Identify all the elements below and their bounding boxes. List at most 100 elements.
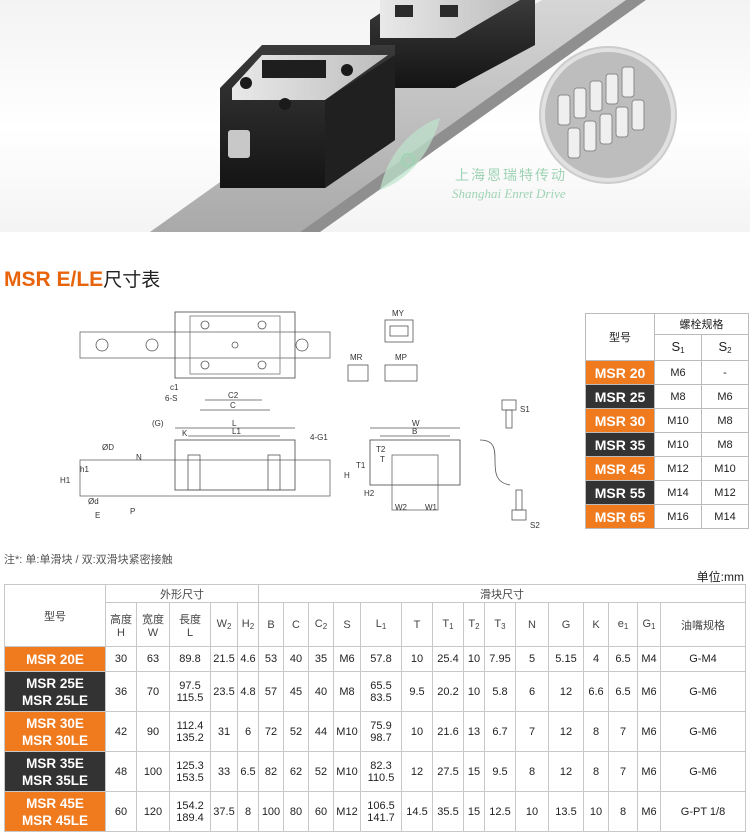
bolt-s2: M6 — [701, 384, 749, 409]
label-b: B — [412, 427, 417, 436]
bolt-spec-table: 型号 螺栓规格 S1 S2 MSR 20 M6 - MSR 25 M8 M6 M… — [585, 313, 749, 529]
cell-t: 14.5 — [401, 791, 433, 832]
model-cell: MSR 20E — [4, 646, 106, 672]
bolt-row: MSR 20 M6 - — [585, 360, 749, 385]
bolt-header-group: 螺栓规格 — [654, 313, 749, 335]
bolt-model: MSR 30 — [585, 408, 655, 433]
label-c: C — [230, 401, 236, 410]
cell-c: 45 — [283, 671, 309, 712]
linear-guide-illustration — [150, 0, 677, 232]
cell-w2: 33 — [210, 751, 238, 792]
cell-nozzle: G-M6 — [660, 711, 746, 752]
product-photo: 上海恩瑞特传动 Shanghai Enret Drive — [0, 0, 750, 232]
cell-t2: 10 — [463, 671, 485, 712]
cell-s: M10 — [333, 711, 361, 752]
cell-t3: 9.5 — [484, 751, 516, 792]
cell-k: 6.6 — [583, 671, 609, 712]
cell-h: 30 — [105, 646, 137, 672]
header-c: C — [283, 602, 309, 647]
header-g1: G1 — [637, 602, 661, 647]
label-l1: L1 — [232, 427, 241, 436]
label-t2: T2 — [376, 445, 386, 454]
cell-n: 8 — [515, 751, 549, 792]
footnote: 注*: 单:单滑块 / 双:双滑块紧密接触 — [4, 554, 173, 566]
cell-h: 42 — [105, 711, 137, 752]
cell-w2: 31 — [210, 711, 238, 752]
header-s: S — [333, 602, 361, 647]
header-n: N — [515, 602, 549, 647]
cell-h2: 4.8 — [237, 671, 259, 712]
label-4g1: 4-G1 — [310, 433, 328, 442]
cell-n: 10 — [515, 791, 549, 832]
cell-t1: 20.2 — [432, 671, 464, 712]
bolt-s2: M10 — [701, 456, 749, 481]
cell-t: 10 — [401, 711, 433, 752]
bolt-s2: M12 — [701, 480, 749, 505]
label-t: T — [380, 455, 385, 464]
cell-t1: 25.4 — [432, 646, 464, 672]
cell-t3: 6.7 — [484, 711, 516, 752]
cell-b: 100 — [258, 791, 284, 832]
header-t2: T2 — [463, 602, 485, 647]
cell-w: 100 — [136, 751, 170, 792]
cell-h: 36 — [105, 671, 137, 712]
cell-nozzle: G-PT 1/8 — [660, 791, 746, 832]
bolt-header-s2: S2 — [701, 333, 749, 362]
cell-c2: 44 — [308, 711, 334, 752]
label-w: W — [412, 419, 420, 428]
bolt-row: MSR 30 M10 M8 — [585, 408, 749, 433]
cell-w: 70 — [136, 671, 170, 712]
cell-c: 62 — [283, 751, 309, 792]
cell-h2: 4.6 — [237, 646, 259, 672]
section-title-cn: 尺寸表 — [103, 270, 161, 291]
label-mr: MR — [350, 353, 363, 362]
bolt-s1: M14 — [654, 480, 702, 505]
unit-label: 单位:mm — [696, 570, 744, 584]
bolt-icons: S1 S2 — [479, 399, 540, 530]
label-hh1: H1 — [60, 476, 71, 485]
top-view: c1 6-S C2 C — [79, 311, 331, 411]
cell-s: M8 — [333, 671, 361, 712]
label-d: Ød — [88, 497, 99, 506]
watermark-en: Shanghai Enret Drive — [452, 186, 566, 201]
label-h: H — [344, 471, 350, 480]
bolt-s2: - — [701, 360, 749, 385]
cell-g: 12 — [548, 751, 584, 792]
cell-n: 7 — [515, 711, 549, 752]
cell-w: 120 — [136, 791, 170, 832]
label-l: L — [232, 419, 237, 428]
cell-b: 53 — [258, 646, 284, 672]
bolt-s1: M6 — [654, 360, 702, 385]
bolt-s1: M16 — [654, 504, 702, 529]
cell-t3: 5.8 — [484, 671, 516, 712]
label-s1: S1 — [520, 405, 530, 414]
cell-nozzle: G-M4 — [660, 646, 746, 672]
label-w1: W1 — [425, 503, 438, 512]
cell-c2: 52 — [308, 751, 334, 792]
bolt-model: MSR 20 — [585, 360, 655, 385]
header-t1: T1 — [432, 602, 464, 647]
cell-n: 5 — [515, 646, 549, 672]
cell-h2: 8 — [237, 791, 259, 832]
table-row: MSR 20E 30 63 89.8 21.5 4.6 53 40 35 M6 … — [4, 646, 746, 672]
cell-b: 72 — [258, 711, 284, 752]
header-e1: e1 — [608, 602, 638, 647]
bolt-model: MSR 45 — [585, 456, 655, 481]
technical-drawing: c1 6-S C2 C L L1 (G) K 4-G1 ØD N h1 H1 Ø… — [60, 309, 540, 530]
cell-h: 48 — [105, 751, 137, 792]
bolt-row: MSR 35 M10 M8 — [585, 432, 749, 457]
cell-t2: 15 — [463, 791, 485, 832]
bolt-s1: M10 — [654, 432, 702, 457]
